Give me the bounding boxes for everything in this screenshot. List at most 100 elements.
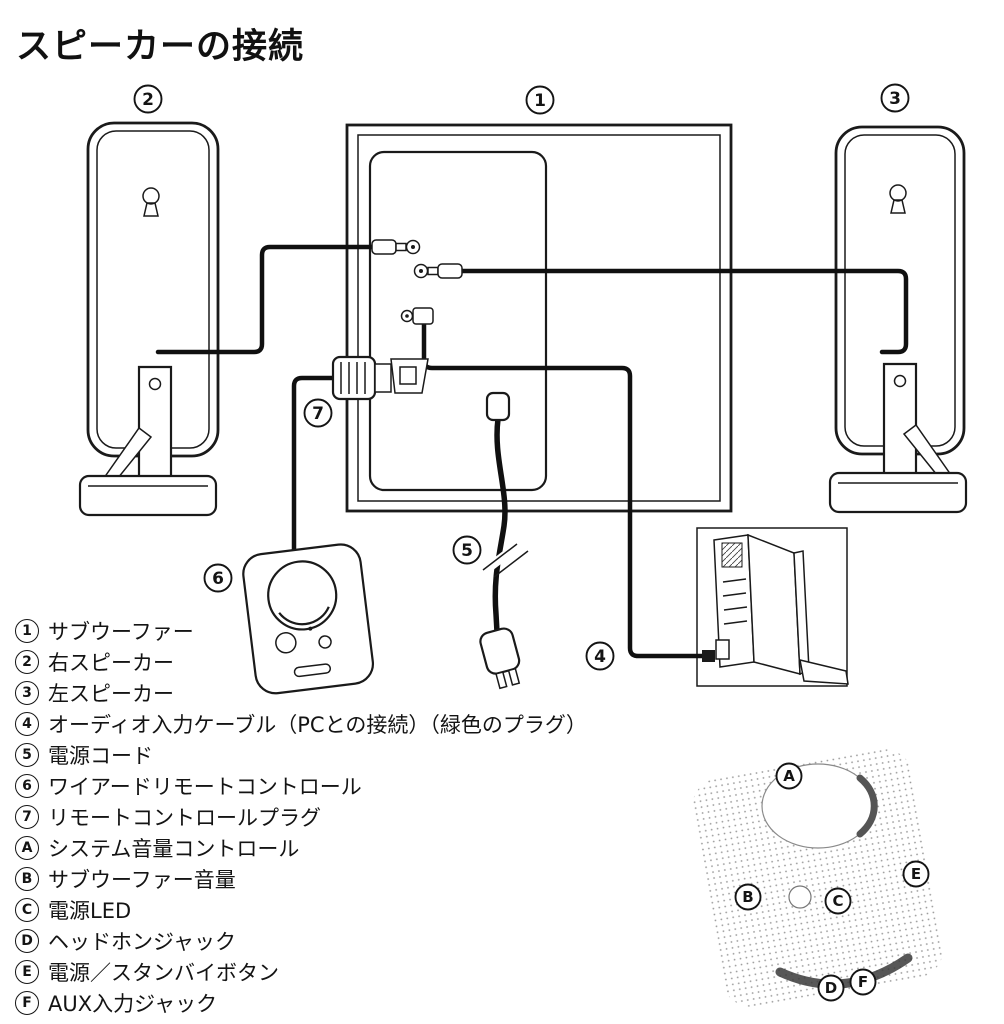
legend-label-5: 電源コード [48,743,153,768]
volume-dial [267,560,338,631]
speaker-right-illustration [78,121,220,517]
green-plug [702,650,715,662]
callout-1-label: 1 [534,91,546,111]
bracket-screw [148,377,162,391]
right-angle-plug [412,307,434,325]
cord-break-gap [484,539,524,573]
cord-break-marks [482,543,529,578]
callout-b-label: B [742,888,753,906]
subwoofer-outer-box [345,123,733,513]
aux-jack-pin [405,314,409,318]
callout-6-label: 6 [212,569,224,589]
plug-prong [495,671,508,690]
legend-label-2: 右スピーカー [48,650,174,675]
power-cord [492,416,508,635]
small-knob [318,635,332,649]
pc-frame [696,527,848,687]
remote-socket-hole [399,366,417,385]
legend-item-7: 7 リモートコントロールプラグ [15,801,587,832]
callout-f: F [849,968,877,996]
detail-subwoofer-knob [788,885,812,909]
legend-marker-6: 6 [15,773,39,798]
callout-a-label: A [783,767,795,785]
speaker-plug-tip [427,266,439,276]
detail-dial-shadow [856,774,878,838]
speaker-plug [371,239,397,255]
remote-slot [293,663,332,678]
subwoofer-knob [275,632,297,654]
callout-c: C [824,887,852,915]
cable-right-speaker [155,239,421,355]
cord-grommet [485,391,511,422]
bracket-screw [893,374,907,388]
cable-left-speaker [413,263,909,355]
legend-label-3: 左スピーカー [48,681,174,706]
callout-a: A [775,762,803,790]
callout-4: 4 [585,641,615,671]
callout-1: 1 [525,85,555,115]
legend-label-c: 電源LED [48,898,132,923]
power-cord-assembly [479,391,529,690]
pc-side-panel [747,533,801,675]
legend-marker-d: D [15,928,39,953]
keyhole-notch [890,199,906,214]
legend-marker-7: 7 [15,804,39,829]
callout-e: E [902,860,930,888]
speaker-cable [459,268,909,355]
pc-slots [722,578,748,625]
power-plug [479,627,521,690]
detail-body-shading [691,749,944,1007]
callout-4-label: 4 [594,647,606,667]
legend-marker-5: 5 [15,742,39,767]
subwoofer-inner-box [357,134,721,502]
page-title: スピーカーの接続 [16,27,305,67]
power-led-dot [308,626,313,631]
legend-label-6: ワイアードリモートコントロール [48,774,362,799]
callout-5-label: 5 [461,541,473,561]
callout-5: 5 [452,535,482,565]
callout-d-label: D [825,979,837,997]
legend-label-7: リモートコントロールプラグ [48,805,321,830]
connector-panel [368,150,548,492]
stand-base [78,474,218,517]
callout-e-label: E [911,865,921,883]
legend-marker-e: E [15,959,39,984]
remote-cable [291,375,339,553]
callout-7-label: 7 [312,404,324,424]
stand-base [828,471,968,514]
remote-plug-grip [340,362,366,394]
speaker-jack-pin [419,269,423,273]
legend-item-3: 3 左スピーカー [15,677,587,708]
detail-bottom-shadow [775,953,913,989]
callouts: 1 2 3 4 5 6 7 A B [133,83,930,1002]
remote-control-illustration [242,543,375,695]
legend-label-1: サブウーファー [48,619,194,644]
pc-foot [799,659,849,685]
keyhole-notch [143,202,159,217]
dial-shading [278,606,330,626]
legend-marker-c: C [15,897,39,922]
pc-vent [721,542,743,568]
legend-item-c: C 電源LED [15,894,587,925]
detail-body [691,749,944,1007]
keyhole-mount-icon [889,184,907,202]
speaker-plug-tip [395,242,407,252]
remote-socket [390,358,429,394]
legend-item-6: 6 ワイアードリモートコントロール [15,770,587,801]
legend-marker-3: 3 [15,680,39,705]
pc-audio-socket [715,639,730,660]
legend-label-f: AUX入力ジャック [48,991,218,1016]
legend-label-a: システム音量コントロール [48,836,300,861]
cable-audio-input [400,307,715,662]
remote-plug-assembly [291,355,429,553]
